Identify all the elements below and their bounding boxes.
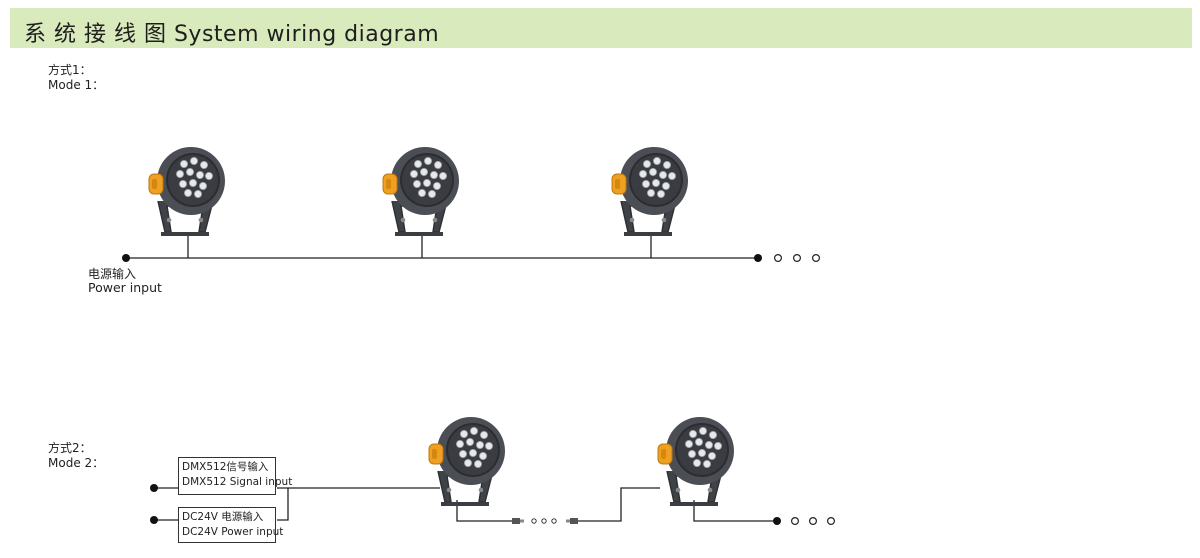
power-input-label-cn: 电源输入 (88, 267, 137, 281)
mode2-label-en: Mode 2： (48, 456, 105, 470)
power-input-label-en: Power input (88, 280, 162, 295)
mode2-label: 方式2： Mode 2： (48, 441, 104, 471)
dmx-input-label-cn: DMX512信号输入 (182, 461, 269, 473)
flood-light-icon (611, 146, 689, 237)
mode2-wiring (150, 416, 835, 525)
dc-input-label-en: DC24V Power input (182, 526, 284, 538)
mode1-wiring (122, 146, 820, 263)
mode1-label-cn: 方式1： (48, 63, 92, 77)
continuation-dots-icon (790, 516, 835, 525)
flood-light-icon (428, 416, 506, 507)
continuation-dots-icon (531, 518, 557, 524)
dc-input-label-cn: DC24V 电源输入 (182, 511, 264, 523)
mode2-label-cn: 方式2： (48, 441, 92, 455)
mode1-power-terminal (122, 254, 130, 262)
header-bar: 系 统 接 线 图 System wiring diagram (10, 8, 1192, 48)
dc24v-power-input-box: DC24V 电源输入 DC24V Power input (178, 507, 284, 543)
dmx-signal-input-box: DMX512信号输入 DMX512 Signal input (178, 457, 293, 495)
page-title: 系 统 接 线 图 System wiring diagram (24, 22, 440, 47)
connector-icon (566, 518, 578, 524)
flood-light-icon (657, 416, 735, 507)
flood-light-icon (148, 146, 226, 237)
mode1-end-terminal (754, 254, 762, 262)
mode2-end-terminal (773, 517, 781, 525)
dc-input-terminal (150, 516, 158, 524)
power-input-label: 电源输入 Power input (88, 267, 162, 295)
dmx-input-terminal (150, 484, 158, 492)
flood-light-icon (382, 146, 460, 237)
dmx-input-label-en: DMX512 Signal input (182, 476, 293, 488)
mode1-label: 方式1： Mode 1： (48, 63, 104, 93)
mode1-label-en: Mode 1： (48, 78, 105, 92)
continuation-dots-icon (773, 254, 820, 263)
connector-icon (512, 518, 524, 524)
